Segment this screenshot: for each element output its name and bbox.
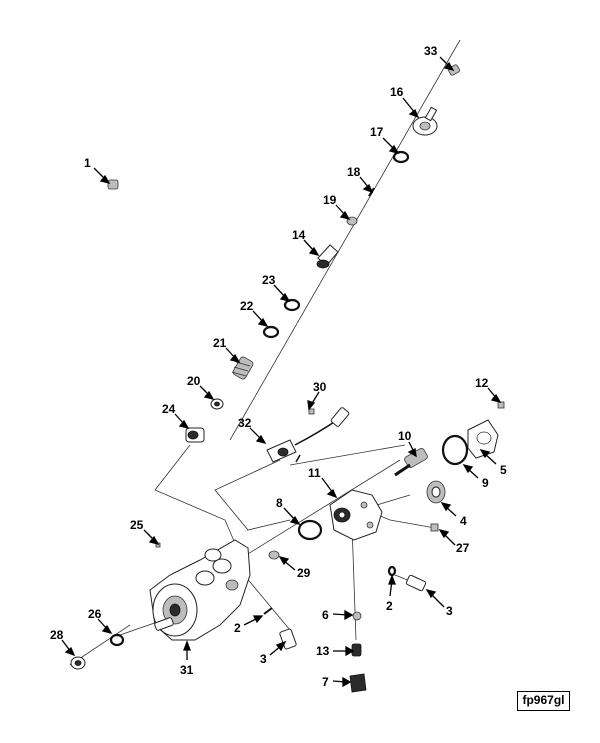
callout-4: 4 xyxy=(460,514,467,528)
callout-13: 13 xyxy=(316,644,330,658)
part-27-bolt xyxy=(430,523,439,532)
part-17-o-ring xyxy=(392,150,410,164)
callout-22: 22 xyxy=(240,299,254,313)
callout-12: 12 xyxy=(475,376,489,390)
callout-25: 25 xyxy=(130,518,144,532)
callout-8: 8 xyxy=(276,496,283,510)
callout-26: 26 xyxy=(88,607,102,621)
callout-24: 24 xyxy=(162,402,176,416)
callout-16: 16 xyxy=(390,85,404,99)
part-23-o-ring xyxy=(283,298,301,312)
part-12-screw xyxy=(497,401,505,409)
callout-20: 20 xyxy=(187,374,201,388)
callout-3-left: 3 xyxy=(260,652,267,666)
callout-19: 19 xyxy=(323,193,337,207)
part-8-o-ring xyxy=(297,519,323,541)
assembly-centerlines xyxy=(69,39,461,666)
part-32-sensor xyxy=(266,407,350,463)
part-13-spring xyxy=(351,643,362,657)
callout-28: 28 xyxy=(50,628,64,642)
part-14-valve xyxy=(316,244,339,269)
part-9-gasket xyxy=(441,434,469,466)
part-1-bolt xyxy=(107,179,119,190)
part-29-nut xyxy=(268,550,280,560)
callout-31: 31 xyxy=(180,663,194,677)
part-20-washer xyxy=(210,398,224,410)
parts xyxy=(70,64,505,693)
callout-27: 27 xyxy=(456,541,470,555)
callout-7: 7 xyxy=(322,675,329,689)
leader-arrows xyxy=(61,56,502,688)
part-7-cap xyxy=(349,673,367,693)
part-31-pump-body xyxy=(149,539,251,641)
figure-reference-code: fp967gl xyxy=(517,691,570,711)
callout-30: 30 xyxy=(313,380,327,394)
callout-23: 23 xyxy=(262,273,276,287)
callout-6: 6 xyxy=(322,608,329,622)
callout-9: 9 xyxy=(482,476,489,490)
part-4-gear xyxy=(426,480,446,504)
callout-32: 32 xyxy=(238,416,252,430)
callout-2-right: 2 xyxy=(386,599,393,613)
callout-18: 18 xyxy=(347,165,361,179)
callout-3-right: 3 xyxy=(446,604,453,618)
part-24-fitting xyxy=(185,427,205,443)
part-2-o-ring-right xyxy=(387,565,397,577)
part-2-rod-left xyxy=(263,607,273,615)
callout-1: 1 xyxy=(84,156,91,170)
callout-5: 5 xyxy=(500,463,507,477)
part-3-fitting-right xyxy=(405,574,427,592)
part-26-washer xyxy=(109,633,125,647)
callout-29: 29 xyxy=(297,566,311,580)
callout-14: 14 xyxy=(292,228,306,242)
part-22-o-ring xyxy=(262,325,280,339)
part-30-pin xyxy=(308,408,315,415)
callout-2-left: 2 xyxy=(234,621,241,635)
part-5-cover xyxy=(467,419,499,459)
part-11-housing xyxy=(329,489,383,541)
callout-17: 17 xyxy=(370,125,384,139)
callout-21: 21 xyxy=(213,336,227,350)
part-16-head xyxy=(412,106,438,136)
part-6-plug xyxy=(352,611,362,621)
callout-33: 33 xyxy=(424,44,438,58)
part-28-nut xyxy=(70,656,86,670)
callout-10: 10 xyxy=(398,429,412,443)
part-21-spring xyxy=(231,356,254,380)
callout-11: 11 xyxy=(308,466,321,480)
callout-labels: 1 33 16 17 18 19 14 23 22 21 20 24 30 32… xyxy=(50,44,507,689)
